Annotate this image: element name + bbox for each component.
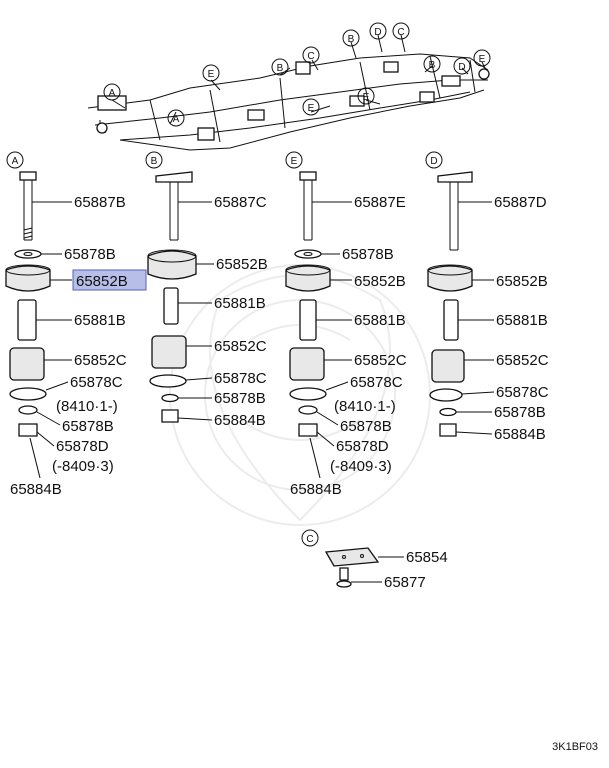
nut [18,423,38,437]
label-65887c: 65887C [214,194,267,211]
overview-callout-circle [302,98,320,116]
overview-callout-circle [167,109,185,127]
overview-callout-circle [302,46,320,64]
overview-callout-circle [357,87,375,105]
bolt-head-flanged [155,171,193,183]
label-65852c: 65852C [496,352,549,369]
label-date-to: (-8409·3) [52,458,114,475]
label-65878b: 65878B [494,404,546,421]
sleeve [17,299,37,341]
label-65887d: 65887D [494,194,547,211]
label-65881b: 65881B [214,295,266,312]
label-65884b: 65884B [10,481,62,498]
label-65854: 65854 [406,549,448,566]
overview-callout-letter: E [308,103,315,114]
label-65878b-lower: 65878B [340,418,392,435]
label-65887b: 65887B [74,194,126,211]
overview-callout-letter: E [479,54,486,65]
overview-callout-letter: C [307,51,314,62]
bolt-head [19,171,37,181]
label-65881b: 65881B [354,312,406,329]
label-65878c: 65878C [214,370,267,387]
overview-callout-letter: D [458,62,465,73]
overview-callout-letter: C [397,27,404,38]
label-65881b: 65881B [74,312,126,329]
label-date-from: (8410·1-) [56,398,118,415]
overview-callout-circle [342,29,360,47]
label-65878b: 65878B [64,246,116,263]
plate-group-c: C 65854 65877 [301,529,448,591]
label-65878c: 65878C [70,374,123,391]
column-a-callout [6,151,24,169]
label-65852b: 65852B [354,273,406,290]
frame-overview [87,34,490,151]
figure-code: 3K1BF03 [552,741,598,753]
highlight-box [72,269,147,291]
label-65878b: 65878B [342,246,394,263]
column-a: A 65887B 65878B 65852B [5,151,147,498]
label-65884b: 65884B [494,426,546,443]
overview-callout-letter: E [363,92,370,103]
overview-callout-letter: A [173,114,180,125]
overview-callout-circle [103,83,121,101]
label-date-from: (8410·1-) [334,398,396,415]
overview-callout-circle [392,22,410,40]
column-b-key: B [151,156,158,167]
overview-callout-letter: B [429,60,436,71]
label-date-to: (-8409·3) [330,458,392,475]
column-e: E 65887E 65878B 65852B 65881B 65852C 658… [285,151,407,498]
label-65884b: 65884B [290,481,342,498]
label-65852c: 65852C [354,352,407,369]
label-65852b: 65852B [216,256,268,273]
overview-callouts: A A E E B C B D C B D E E [103,22,491,127]
overview-callout-circle [423,55,441,73]
label-65884b: 65884B [214,412,266,429]
column-d-key: D [430,156,437,167]
label-65887e: 65887E [354,194,406,211]
cushion-lower [9,347,45,381]
label-65852c: 65852C [214,338,267,355]
overview-callout-letter: A [109,88,116,99]
label-65878d: 65878D [336,438,389,455]
label-65878b: 65878B [214,390,266,407]
overview-callout-letter: E [208,69,215,80]
label-65878b-lower: 65878B [62,418,114,435]
overview-callout-circle [369,22,387,40]
overview-callout-letter: B [277,63,284,74]
overview-callout-circle [271,58,289,76]
overview-callout-letter: D [374,27,381,38]
washer [14,249,42,259]
label-65877: 65877 [384,574,426,591]
plate-group-key: C [306,534,313,545]
overview-callout-circle [473,49,491,67]
label-65878c: 65878C [350,374,403,391]
label-65881b: 65881B [496,312,548,329]
label-65852c: 65852C [74,352,127,369]
plate [324,547,380,567]
label-65878d: 65878D [56,438,109,455]
column-b: B 65887C 65852B 65881B 65852C 65878C 658… [145,151,268,429]
column-e-key: E [291,156,298,167]
label-65852b-highlighted[interactable]: 65852B [76,273,128,290]
label-65852b: 65852B [496,273,548,290]
overview-callout-letter: B [348,34,355,45]
overview-callout-circle [202,64,220,82]
screw [339,567,349,581]
column-d: D 65887D 65852B 65881B 65852C 65878C 658… [425,151,549,443]
label-65878c: 65878C [496,384,549,401]
column-a-key: A [12,156,19,167]
cushion-upper [5,265,51,292]
overview-callout-circle [453,57,471,75]
